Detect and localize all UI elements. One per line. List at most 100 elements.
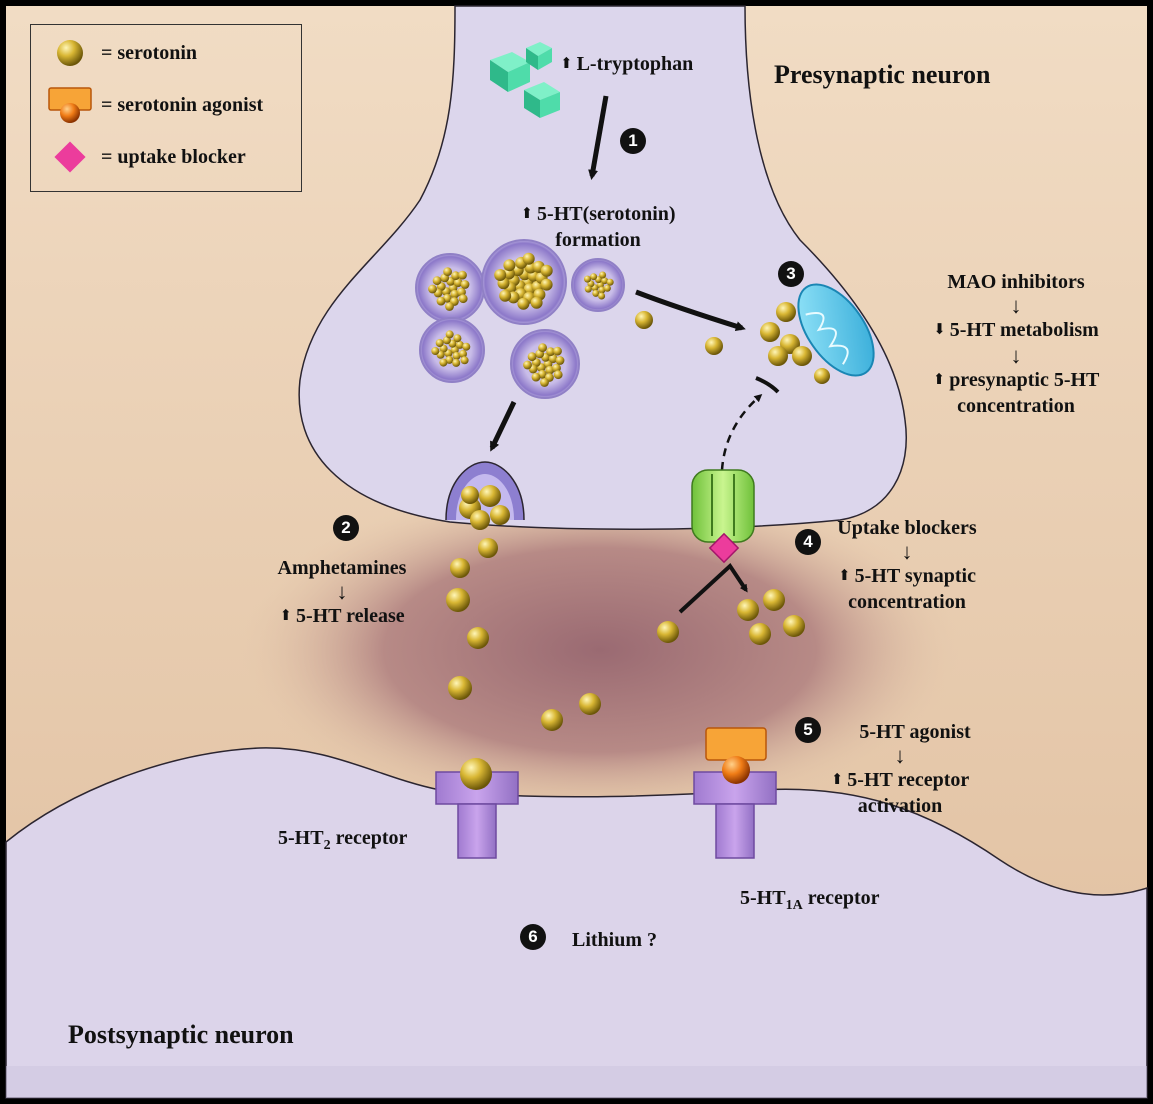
amphetamines-label: Amphetamines	[278, 557, 407, 579]
step-badge-3: 3	[778, 261, 804, 287]
down-arrow-icon: ↓	[906, 294, 1126, 318]
vesicle-serotonin	[531, 297, 543, 309]
receptor-5ht2-label: 5-HT2 receptor	[278, 826, 407, 858]
amphetamines-block: Amphetamines ↓ 5-HT release	[252, 556, 432, 630]
serotonin-molecule	[460, 758, 492, 790]
vesicle-serotonin	[499, 290, 511, 302]
vesicle-serotonin	[598, 293, 605, 300]
vesicle-serotonin	[461, 280, 470, 289]
vesicle-serotonin	[541, 279, 553, 291]
serotonin-molecule	[467, 627, 489, 649]
step-badge-4: 4	[795, 529, 821, 555]
agonist-block: 5-HT agonist ↓ 5-HT receptor activation	[800, 720, 1000, 818]
vesicle-serotonin	[523, 253, 535, 265]
down-arrow-icon: ↓	[800, 744, 1000, 768]
vesicle-serotonin	[584, 276, 591, 283]
vesicle-serotonin	[459, 294, 468, 303]
mao-inhibitors-block: MAO inhibitors ↓ 5-HT metabolism ↓ presy…	[906, 270, 1126, 418]
serotonin-transporter	[692, 470, 754, 542]
legend-agonist-label: = serotonin agonist	[101, 93, 263, 117]
legend: = serotonin = serotonin agonist = uptake…	[30, 24, 302, 192]
serotonin-molecule	[783, 615, 805, 637]
legend-row-blocker: = uptake blocker	[31, 137, 301, 177]
down-arrow-icon: ↓	[812, 540, 1002, 564]
vesicle-serotonin	[538, 343, 547, 352]
legend-blocker-label: = uptake blocker	[101, 145, 246, 169]
uptake-blockers-label: Uptake blockers	[837, 517, 976, 539]
serotonin-molecule	[490, 505, 510, 525]
serotonin-molecule	[657, 621, 679, 643]
serotonin-molecule	[763, 589, 785, 611]
mao-inhibitors-label: MAO inhibitors	[947, 271, 1084, 293]
down-arrow-icon: ↓	[906, 344, 1126, 368]
serotonin-molecule	[737, 599, 759, 621]
serotonin-molecule	[760, 322, 780, 342]
vesicle-serotonin	[556, 356, 565, 365]
serotonin-icon	[45, 33, 95, 73]
vesicle-serotonin	[462, 343, 470, 351]
vesicle-serotonin	[439, 359, 447, 367]
serotonin-molecule	[479, 485, 501, 507]
vesicle-serotonin	[585, 286, 592, 293]
vesicle-serotonin	[554, 370, 563, 379]
vesicle-serotonin	[453, 334, 461, 342]
vesicle-serotonin	[458, 271, 467, 280]
vesicle-serotonin	[553, 347, 562, 356]
down-arrow-icon: ↓	[252, 580, 432, 604]
vesicle-serotonin	[532, 373, 541, 382]
step-badge-2: 2	[333, 515, 359, 541]
legend-serotonin-label: = serotonin	[101, 41, 197, 65]
vesicle-serotonin	[599, 272, 606, 279]
step-badge-1: 1	[620, 128, 646, 154]
receptor-activation-label: 5-HT receptor	[831, 769, 970, 791]
serotonin-molecule	[635, 311, 653, 329]
tryptophan-label: L-tryptophan	[560, 52, 693, 78]
vesicle-serotonin	[437, 297, 446, 306]
agonist-label: 5-HT agonist	[859, 721, 970, 743]
formation-label: 5-HT(serotonin) formation	[498, 202, 698, 252]
serotonin-molecule	[705, 337, 723, 355]
presynaptic-neuron-label: Presynaptic neuron	[774, 60, 990, 90]
vesicle-serotonin	[590, 273, 597, 280]
step-badge-6: 6	[520, 924, 546, 950]
vesicle-serotonin	[494, 269, 506, 281]
vesicle-serotonin	[541, 265, 553, 277]
vesicle-serotonin	[461, 356, 469, 364]
vesicle-serotonin	[446, 330, 454, 338]
vesicle-serotonin	[431, 347, 439, 355]
release-label: 5-HT release	[279, 605, 404, 627]
vesicle-serotonin	[452, 359, 460, 367]
serotonin-molecule	[478, 538, 498, 558]
vesicle-serotonin	[604, 285, 611, 292]
serotonin-molecule	[541, 709, 563, 731]
presyn-conc-label: presynaptic 5-HT	[933, 369, 1100, 391]
vesicle-serotonin	[436, 339, 444, 347]
serotonin-molecule	[448, 676, 472, 700]
receptor-5ht1a-label: 5-HT1A receptor	[740, 886, 880, 918]
serotonin-molecule	[450, 558, 470, 578]
vesicle-serotonin	[503, 259, 515, 271]
serotonin-molecule	[461, 486, 479, 504]
vesicle-serotonin	[517, 298, 529, 310]
serotonin-molecule	[768, 346, 788, 366]
synaptic-conc-label: 5-HT synaptic	[838, 565, 976, 587]
uptake-blocker-icon	[45, 137, 95, 177]
vesicle-serotonin	[528, 352, 537, 361]
metabolism-label: 5-HT metabolism	[933, 319, 1099, 341]
legend-row-serotonin: = serotonin	[31, 33, 301, 73]
uptake-blockers-block: Uptake blockers ↓ 5-HT synaptic concentr…	[812, 516, 1002, 614]
serotonin-molecule	[446, 588, 470, 612]
step-badge-5: 5	[795, 717, 821, 743]
serotonin-molecule	[579, 693, 601, 715]
vesicle-serotonin	[607, 279, 614, 286]
vesicle-serotonin	[428, 285, 437, 294]
serotonin-molecule	[470, 510, 490, 530]
serotonin-molecule	[776, 302, 796, 322]
postsynaptic-shadow	[6, 1066, 1147, 1098]
postsynaptic-neuron-label: Postsynaptic neuron	[68, 1020, 294, 1050]
legend-row-agonist: = serotonin agonist	[31, 85, 301, 125]
vesicle-serotonin	[445, 302, 454, 311]
serotonin-agonist-icon	[45, 85, 95, 125]
vesicle-serotonin	[523, 361, 532, 370]
serotonin-molecule	[814, 368, 830, 384]
